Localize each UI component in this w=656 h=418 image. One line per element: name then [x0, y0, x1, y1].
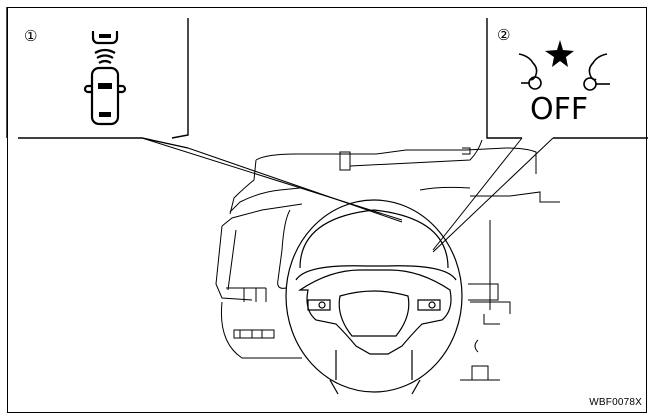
leader-line-1 — [141, 137, 403, 223]
parking-sensor-car-icon — [83, 31, 127, 126]
figure-code: WBF0078X — [589, 397, 642, 408]
figure-frame — [7, 7, 647, 413]
off-label: OFF — [530, 92, 588, 127]
collision-warning-off-icon — [518, 40, 610, 91]
callout-number-1: ① — [24, 27, 37, 45]
callout-number-2: ② — [497, 26, 510, 44]
steering-wheel — [285, 199, 463, 395]
dashboard-outline — [215, 139, 560, 381]
callout-box-2 — [486, 18, 648, 139]
leader-line-2 — [432, 137, 554, 253]
